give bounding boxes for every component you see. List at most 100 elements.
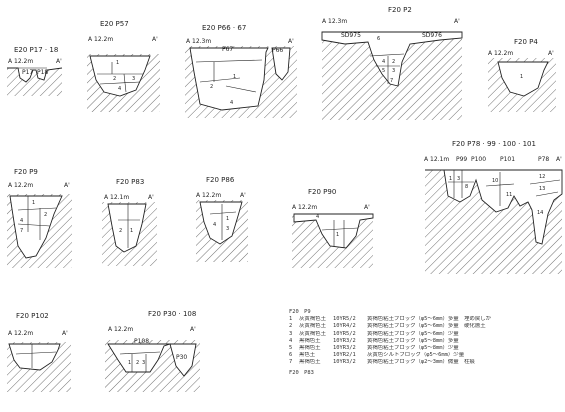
title-e20-p66-67: E20 P66 · 67 xyxy=(202,24,247,32)
datum-f20-p102: A 12.2m xyxy=(8,330,34,337)
svg-text:7: 7 xyxy=(20,228,23,234)
datum-f20-p2: A 12.3m xyxy=(322,18,348,25)
svg-text:1: 1 xyxy=(336,232,339,238)
datum-f20-p83: A 12.1m xyxy=(104,194,130,201)
title-f20-p2: F20 P2 xyxy=(388,6,412,14)
svg-text:4: 4 xyxy=(20,218,23,224)
aprime-f20-p2: A' xyxy=(454,18,460,25)
legend-description: 黄褐色粘土ブロック（φ5～6mm）少量 xyxy=(367,330,459,337)
label-p108: P108 xyxy=(134,338,150,345)
svg-text:3: 3 xyxy=(132,76,135,82)
aprime-f20-p86: A' xyxy=(240,192,246,199)
title-f20-p78-101: F20 P78 · 99 · 100 · 101 xyxy=(452,140,536,148)
title-f20-p102: F20 P102 xyxy=(16,312,49,320)
svg-text:3: 3 xyxy=(392,68,395,74)
title-f20-p4: F20 P4 xyxy=(514,38,538,46)
svg-text:5: 5 xyxy=(382,68,385,74)
legend-layer-number: 7 xyxy=(289,359,293,366)
svg-text:1: 1 xyxy=(128,360,131,366)
label-p100: P100 xyxy=(471,156,487,163)
title-e20-p17-18: E20 P17 · 18 xyxy=(14,46,59,54)
section-f20-p86: 4 1 3 xyxy=(196,200,248,262)
aprime-f20-p78-101: A' xyxy=(556,156,562,163)
section-f20-p78-101: 1 3 8 10 11 12 13 14 xyxy=(425,169,563,274)
svg-text:1: 1 xyxy=(226,216,229,222)
legend-layer-number: 5 xyxy=(289,344,293,351)
section-e20-p57: 1 2 3 4 xyxy=(87,54,160,112)
svg-text:2: 2 xyxy=(113,76,116,82)
aprime-f20-p9: A' xyxy=(64,182,70,189)
svg-text:6: 6 xyxy=(377,36,380,42)
datum-f20-p90: A 12.2m xyxy=(292,204,318,211)
svg-text:7: 7 xyxy=(390,78,393,84)
legend-munsell-code: 10YR4/2 xyxy=(333,323,356,330)
svg-text:4: 4 xyxy=(316,214,319,220)
svg-text:1: 1 xyxy=(233,74,236,80)
svg-text:3: 3 xyxy=(457,176,460,182)
aprime-e20-p57: A' xyxy=(152,36,158,43)
section-e20-p66-67: 1 2 4 xyxy=(185,46,297,118)
svg-text:4: 4 xyxy=(213,222,216,228)
section-f20-p9: 4 1 2 7 xyxy=(7,194,72,268)
legend-description: 黄褐色粘土ブロック（φ5～8mm）少量 xyxy=(367,344,459,351)
label-p99: P99 xyxy=(456,156,468,163)
label-p18: P18 xyxy=(37,69,49,76)
svg-text:1: 1 xyxy=(116,60,119,66)
label-p66: P66 xyxy=(272,47,284,54)
section-f20-p30-108: 1 2 3 xyxy=(105,340,200,392)
datum-f20-p78-101: A 12.1m xyxy=(424,156,450,163)
aprime-f20-p4: A' xyxy=(548,50,554,57)
svg-text:3: 3 xyxy=(142,360,145,366)
label-p67: P67 xyxy=(222,46,234,53)
svg-text:14: 14 xyxy=(537,210,543,216)
legend-munsell-code: 10YR3/2 xyxy=(333,337,356,344)
legend-munsell-code: 10YR3/2 xyxy=(333,344,356,351)
legend-soil-name: 灰黄褐色土 xyxy=(299,330,326,337)
section-f20-p102 xyxy=(7,342,71,392)
legend-soil-name: 黒褐色土 xyxy=(299,337,321,344)
svg-text:8: 8 xyxy=(465,184,468,190)
label-p78: P78 xyxy=(538,156,550,163)
legend-soil-name: 黒褐色土 xyxy=(299,344,321,351)
legend-description: 黄褐色粘土ブロック（φ5～6mm）多量 埋め戻しか xyxy=(367,316,492,323)
svg-text:2: 2 xyxy=(44,212,47,218)
legend-layer-number: 2 xyxy=(289,323,293,330)
datum-f20-p30-108: A 12.2m xyxy=(108,326,134,333)
section-f20-p2: 6 4 5 2 3 7 xyxy=(321,31,463,120)
title-f20-p30-108: F20 P30 · 108 xyxy=(148,310,197,318)
svg-text:1: 1 xyxy=(32,200,35,206)
legend-description: 黄褐色粘土ブロック（φ2～3mm）微量 柱痕 xyxy=(367,359,475,366)
title-e20-p57: E20 P57 xyxy=(100,20,129,28)
label-p30: P30 xyxy=(176,354,188,361)
svg-text:2: 2 xyxy=(392,59,395,65)
section-e20-p17-18 xyxy=(7,67,63,96)
legend-row: 5 黒褐色土 10YR3/2 黄褐色粘土ブロック（φ5～8mm）少量 xyxy=(289,345,561,352)
section-f20-p90: 4 1 xyxy=(292,213,374,268)
legend-soil-name: 灰黄褐色土 xyxy=(299,316,326,323)
legend-munsell-code: 10YR5/2 xyxy=(333,330,356,337)
datum-e20-p17-18: A 12.2m xyxy=(8,58,34,65)
svg-text:12: 12 xyxy=(539,174,545,180)
legend-munsell-code: 10YR5/2 xyxy=(333,316,356,323)
svg-text:10: 10 xyxy=(492,178,498,184)
svg-text:2: 2 xyxy=(136,360,139,366)
svg-text:3: 3 xyxy=(226,226,229,232)
section-f20-p4: 1 xyxy=(488,58,556,112)
legend-layer-number: 4 xyxy=(289,337,293,344)
legend-soil-name: 黒褐色土 xyxy=(299,359,321,366)
svg-text:2: 2 xyxy=(210,84,213,90)
svg-text:11: 11 xyxy=(506,192,512,198)
legend-soil-name: 灰黄褐色土 xyxy=(299,323,326,330)
datum-f20-p4: A 12.2m xyxy=(488,50,514,57)
aprime-f20-p90: A' xyxy=(364,204,370,211)
aprime-f20-p30-108: A' xyxy=(190,326,196,333)
legend-layer-number: 3 xyxy=(289,330,293,337)
svg-text:2: 2 xyxy=(119,228,122,234)
